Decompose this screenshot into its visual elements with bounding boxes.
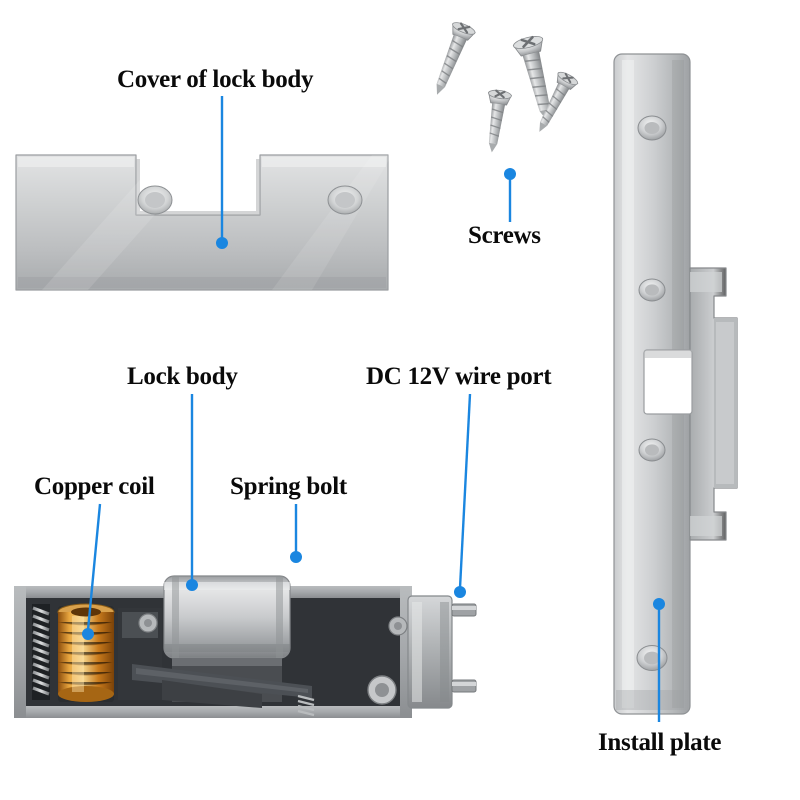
- dc-12v-wire-port: [451, 603, 477, 693]
- dot-spring: [290, 551, 302, 563]
- screws-part: [430, 20, 595, 180]
- screw-3: [539, 71, 579, 132]
- cover-of-lock-body-part: [12, 149, 392, 297]
- label-install-plate: Install plate: [598, 729, 722, 756]
- label-cover-of-lock-body: Cover of lock body: [117, 66, 314, 93]
- label-copper-coil: Copper coil: [34, 473, 155, 500]
- label-screws: Screws: [468, 222, 541, 249]
- copper-coil: [57, 603, 115, 702]
- lock-body-part: [12, 568, 482, 728]
- screw-1: [436, 22, 476, 95]
- screw-4: [488, 89, 513, 153]
- leader-dc-port: [458, 393, 472, 589]
- small-spring: [297, 694, 315, 717]
- label-dc-12v-wire-port: DC 12V wire port: [366, 363, 552, 390]
- label-lock-body: Lock body: [127, 363, 238, 390]
- install-plate-part: [610, 50, 742, 718]
- return-spring: [32, 604, 50, 700]
- screw-2: [512, 35, 551, 122]
- label-spring-bolt: Spring bolt: [230, 473, 347, 500]
